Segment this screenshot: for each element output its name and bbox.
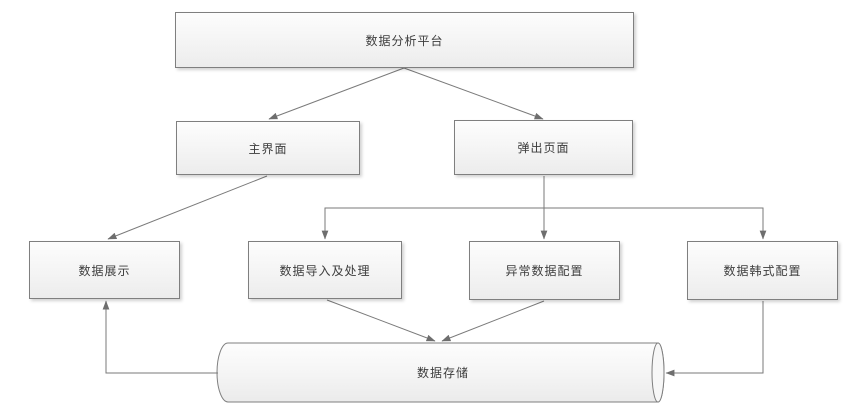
edge-storage-to-display — [102, 300, 218, 374]
node-data-display: 数据展示 — [29, 241, 180, 299]
edge-abnormal-to-storage — [441, 300, 545, 342]
edge-popup-to-format — [544, 207, 767, 240]
edge-popup-to-import — [321, 207, 544, 240]
node-popup-page: 弹出页面 — [454, 120, 633, 175]
edge-main-ui-to-display — [107, 175, 268, 240]
edge-platform-to-main-ui — [268, 67, 405, 120]
edge-format-to-storage — [665, 301, 764, 377]
edge-platform-to-popup — [403, 67, 544, 120]
node-data-analysis-platform: 数据分析平台 — [175, 12, 634, 68]
node-data-format-config: 数据韩式配置 — [687, 241, 838, 300]
edge-import-to-storage — [326, 299, 436, 342]
node-abnormal-data-config: 异常数据配置 — [469, 241, 620, 300]
data-storage-cylinder-shape — [216, 342, 665, 403]
node-main-interface: 主界面 — [176, 121, 360, 175]
node-data-import-processing: 数据导入及处理 — [248, 241, 402, 299]
